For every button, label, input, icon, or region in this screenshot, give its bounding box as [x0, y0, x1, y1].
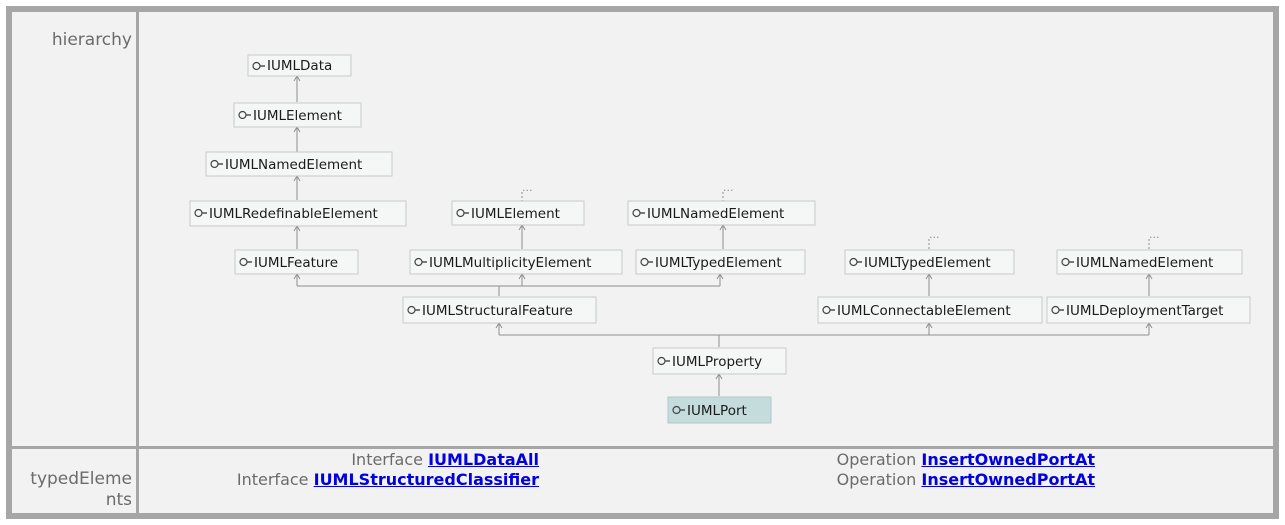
svg-text:IUMLProperty: IUMLProperty [672, 354, 762, 370]
node-iumlmultiplicityelement[interactable]: IUMLMultiplicityElement [409, 249, 623, 275]
node-iumltypedelement-2[interactable]: IUMLTypedElement [844, 249, 1015, 275]
svg-text:IUMLNamedElement: IUMLNamedElement [1076, 255, 1213, 271]
svg-text:IUMLElement: IUMLElement [471, 206, 560, 222]
svg-text:IUMLTypedElement: IUMLTypedElement [655, 255, 782, 271]
node-iumlelement-2[interactable]: IUMLElement [451, 200, 585, 226]
typed-element-ref: Operation InsertOwnedPortAt [837, 470, 1095, 490]
more-marker: ... [522, 181, 533, 194]
more-marker: ... [723, 181, 734, 194]
node-iumlredefinableelement[interactable]: IUMLRedefinableElement [189, 200, 407, 227]
node-iumltypedelement[interactable]: IUMLTypedElement [635, 249, 806, 275]
svg-text:IUMLTypedElement: IUMLTypedElement [864, 255, 991, 271]
node-iumlnamedelement-2[interactable]: IUMLNamedElement [627, 200, 816, 226]
typed-element-ref: Interface IUMLStructuredClassifier [237, 470, 539, 490]
ref-kind: Interface [351, 450, 423, 469]
node-iumlconnectableelement[interactable]: IUMLConnectableElement [817, 296, 1043, 324]
svg-text:IUMLRedefinableElement: IUMLRedefinableElement [209, 206, 378, 222]
svg-text:IUMLData: IUMLData [267, 58, 332, 74]
more-marker: ... [929, 228, 940, 241]
svg-text:IUMLNamedElement: IUMLNamedElement [647, 206, 784, 222]
svg-text:IUMLFeature: IUMLFeature [254, 255, 338, 271]
more-marker: ... [1149, 228, 1160, 241]
ref-kind: Interface [236, 470, 309, 489]
node-iumlfeature[interactable]: IUMLFeature [234, 249, 359, 275]
ref-link-iumldataall[interactable]: IUMLDataAll [428, 450, 539, 469]
properties-table: hierarchy [6, 6, 1279, 519]
typed-elements-list: Interface IUMLDataAll Interface IUMLStru… [139, 449, 1273, 513]
node-iumlproperty[interactable]: IUMLProperty [652, 347, 787, 375]
node-iumldata[interactable]: IUMLData [247, 54, 352, 77]
connectors [293, 75, 1153, 396]
node-iumlnamedelement-3[interactable]: IUMLNamedElement [1056, 249, 1243, 275]
node-iumlnamedelement[interactable]: IUMLNamedElement [205, 151, 393, 177]
ref-kind: Operation [836, 470, 917, 489]
hierarchy-label: hierarchy [51, 30, 132, 50]
svg-text:IUMLConnectableElement: IUMLConnectableElement [837, 303, 1011, 319]
svg-text:IUMLMultiplicityElement: IUMLMultiplicityElement [429, 255, 591, 271]
node-iumlport-current[interactable]: IUMLPort [667, 396, 772, 424]
typed-element-ref: Interface IUMLDataAll [351, 450, 539, 470]
node-iumlstructuralfeature[interactable]: IUMLStructuralFeature [402, 296, 597, 324]
typed-elements-label-cell: typedElements [12, 449, 136, 513]
ref-link-insertownedportat-2[interactable]: InsertOwnedPortAt [921, 470, 1095, 489]
node-iumlelement[interactable]: IUMLElement [233, 102, 362, 128]
hierarchy-svg: ... ... ... ... IUMLData IUMLElement IUM… [189, 54, 1251, 424]
ref-kind: Operation [836, 450, 917, 469]
svg-text:IUMLDeploymentTarget: IUMLDeploymentTarget [1066, 303, 1223, 319]
svg-text:IUMLElement: IUMLElement [253, 108, 342, 124]
typed-elements-label: typedElements [30, 469, 132, 510]
typed-element-ref: Operation InsertOwnedPortAt [837, 450, 1095, 470]
svg-text:IUMLPort: IUMLPort [687, 403, 747, 419]
ref-link-insertownedportat[interactable]: InsertOwnedPortAt [921, 450, 1095, 469]
ref-link-iumlstructuredclassifier[interactable]: IUMLStructuredClassifier [313, 470, 539, 489]
svg-text:IUMLNamedElement: IUMLNamedElement [225, 157, 362, 173]
hierarchy-diagram: ... ... ... ... IUMLData IUMLElement IUM… [139, 12, 1273, 446]
svg-text:IUMLStructuralFeature: IUMLStructuralFeature [422, 303, 573, 319]
hierarchy-label-cell: hierarchy [12, 12, 136, 446]
node-iumldeploymenttarget[interactable]: IUMLDeploymentTarget [1046, 296, 1251, 324]
